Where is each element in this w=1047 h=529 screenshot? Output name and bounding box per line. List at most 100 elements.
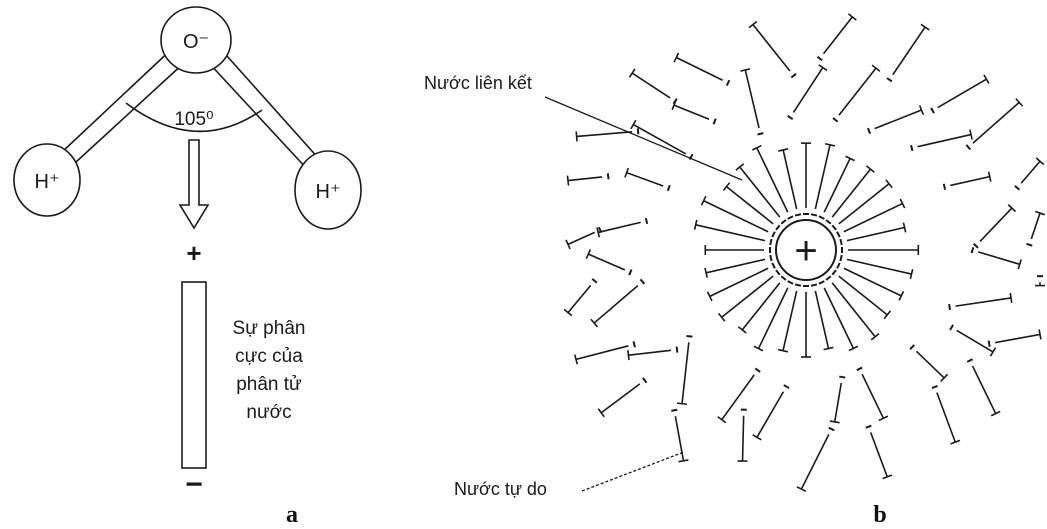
bound-water-dipole bbox=[753, 280, 794, 352]
bound-water-dipole bbox=[777, 283, 802, 353]
dipole-line bbox=[632, 123, 687, 155]
dipole-line bbox=[705, 258, 766, 274]
negative-end-mark bbox=[787, 280, 794, 285]
negative-end-mark bbox=[810, 283, 818, 287]
negative-end-mark bbox=[787, 215, 794, 220]
positive-end-mark bbox=[871, 64, 881, 72]
positive-end-mark bbox=[909, 269, 914, 280]
positive-end-mark bbox=[778, 148, 789, 152]
dipole-line bbox=[874, 109, 922, 130]
dipole-line bbox=[823, 287, 855, 349]
bound-water-dipole bbox=[810, 142, 836, 217]
bound-water-dipole bbox=[836, 198, 906, 238]
bound-water-dipole bbox=[717, 269, 781, 322]
dipole-line bbox=[695, 224, 766, 242]
bound-water-dipole bbox=[693, 219, 773, 246]
negative-end-mark bbox=[816, 55, 823, 62]
negative-end-mark bbox=[865, 424, 872, 429]
dipole-line bbox=[756, 391, 785, 438]
positive-end-mark bbox=[740, 68, 751, 72]
negative-end-mark bbox=[973, 242, 979, 249]
panel-b-hydration-shell: + Nước liên kết Nước tự do b bbox=[424, 13, 1045, 528]
bound-water-label: Nước liên kết bbox=[424, 73, 532, 93]
bound-water-dipole bbox=[839, 222, 907, 246]
dipole-line bbox=[628, 349, 672, 356]
dipole-line bbox=[833, 382, 843, 422]
positive-end-mark bbox=[990, 410, 1001, 417]
negative-end-mark bbox=[931, 385, 938, 389]
bound-water-dipole bbox=[831, 179, 893, 231]
bond-left bbox=[61, 45, 186, 163]
negative-end-mark bbox=[1026, 242, 1033, 247]
positive-end-mark bbox=[829, 420, 840, 424]
dipole-line bbox=[892, 26, 926, 76]
positive-end-mark bbox=[624, 167, 630, 178]
dipole-line bbox=[674, 416, 685, 461]
free-water-dipole bbox=[867, 105, 925, 135]
dipole-line bbox=[597, 221, 641, 234]
bound-water-dipole bbox=[737, 275, 787, 334]
dipole-line bbox=[831, 282, 876, 338]
positive-end-mark bbox=[845, 155, 855, 162]
negative-end-mark bbox=[780, 275, 787, 281]
dipole-line bbox=[782, 149, 798, 210]
bound-water-dipole bbox=[751, 144, 794, 220]
free-water-dipole bbox=[886, 23, 930, 83]
free-water-leader bbox=[581, 451, 685, 492]
positive-end-mark bbox=[987, 171, 992, 182]
positive-end-mark bbox=[751, 144, 762, 151]
positive-end-mark bbox=[737, 326, 747, 334]
polarity-caption: Sự phân cực của phân tử nước bbox=[233, 318, 306, 423]
negative-end-mark bbox=[886, 77, 893, 83]
bound-water-dipole bbox=[818, 280, 859, 352]
negative-end-mark bbox=[839, 375, 846, 379]
negative-end-mark bbox=[970, 247, 975, 254]
positive-end-mark bbox=[575, 131, 578, 142]
positive-end-mark bbox=[753, 345, 764, 352]
free-water-dipole bbox=[748, 20, 797, 79]
free-water-dipole bbox=[737, 408, 748, 462]
positive-end-mark bbox=[950, 439, 961, 445]
positive-end-mark bbox=[717, 312, 726, 322]
dipole-line bbox=[800, 434, 830, 490]
dipole-line bbox=[752, 24, 791, 72]
free-water-dipole bbox=[930, 74, 990, 114]
negative-end-mark bbox=[790, 73, 797, 79]
positive-end-mark bbox=[752, 434, 762, 441]
negative-end-mark bbox=[712, 118, 717, 125]
negative-end-mark bbox=[839, 238, 843, 246]
free-water-dipole bbox=[966, 358, 1001, 417]
svg-text:phân tử: phân tử bbox=[236, 374, 302, 395]
negative-end-mark bbox=[644, 217, 649, 225]
negative-end-mark bbox=[794, 283, 802, 287]
positive-end-mark bbox=[628, 68, 636, 78]
negative-end-mark bbox=[787, 114, 794, 120]
dipole-line bbox=[861, 373, 885, 419]
free-water-dipole bbox=[931, 385, 961, 445]
negative-end-mark bbox=[948, 303, 951, 311]
positive-end-mark bbox=[1035, 210, 1045, 216]
hydrogen-right-label: H⁺ bbox=[316, 181, 341, 203]
positive-end-mark bbox=[627, 350, 630, 361]
free-water-dipole bbox=[630, 119, 694, 160]
dipole-positive-sign: + bbox=[186, 238, 201, 268]
bound-water-dipole bbox=[778, 148, 802, 217]
negative-end-mark bbox=[628, 269, 633, 276]
negative-end-mark bbox=[839, 254, 843, 262]
dipole-negative-sign: − bbox=[185, 468, 203, 501]
positive-end-mark bbox=[1038, 329, 1042, 340]
dipole-arrow bbox=[178, 139, 210, 230]
positive-end-mark bbox=[818, 64, 828, 72]
positive-end-mark bbox=[777, 348, 789, 353]
positive-end-mark bbox=[585, 249, 592, 260]
negative-end-mark bbox=[775, 224, 781, 231]
positive-end-mark bbox=[676, 402, 688, 406]
free-water-dipole bbox=[590, 278, 646, 328]
dipole-line bbox=[741, 415, 745, 462]
bound-water-dipole bbox=[801, 142, 811, 215]
free-water-dipole bbox=[942, 171, 992, 190]
dipole-line bbox=[915, 350, 945, 379]
free-water-dipole bbox=[796, 426, 835, 493]
negative-end-mark bbox=[831, 269, 837, 276]
